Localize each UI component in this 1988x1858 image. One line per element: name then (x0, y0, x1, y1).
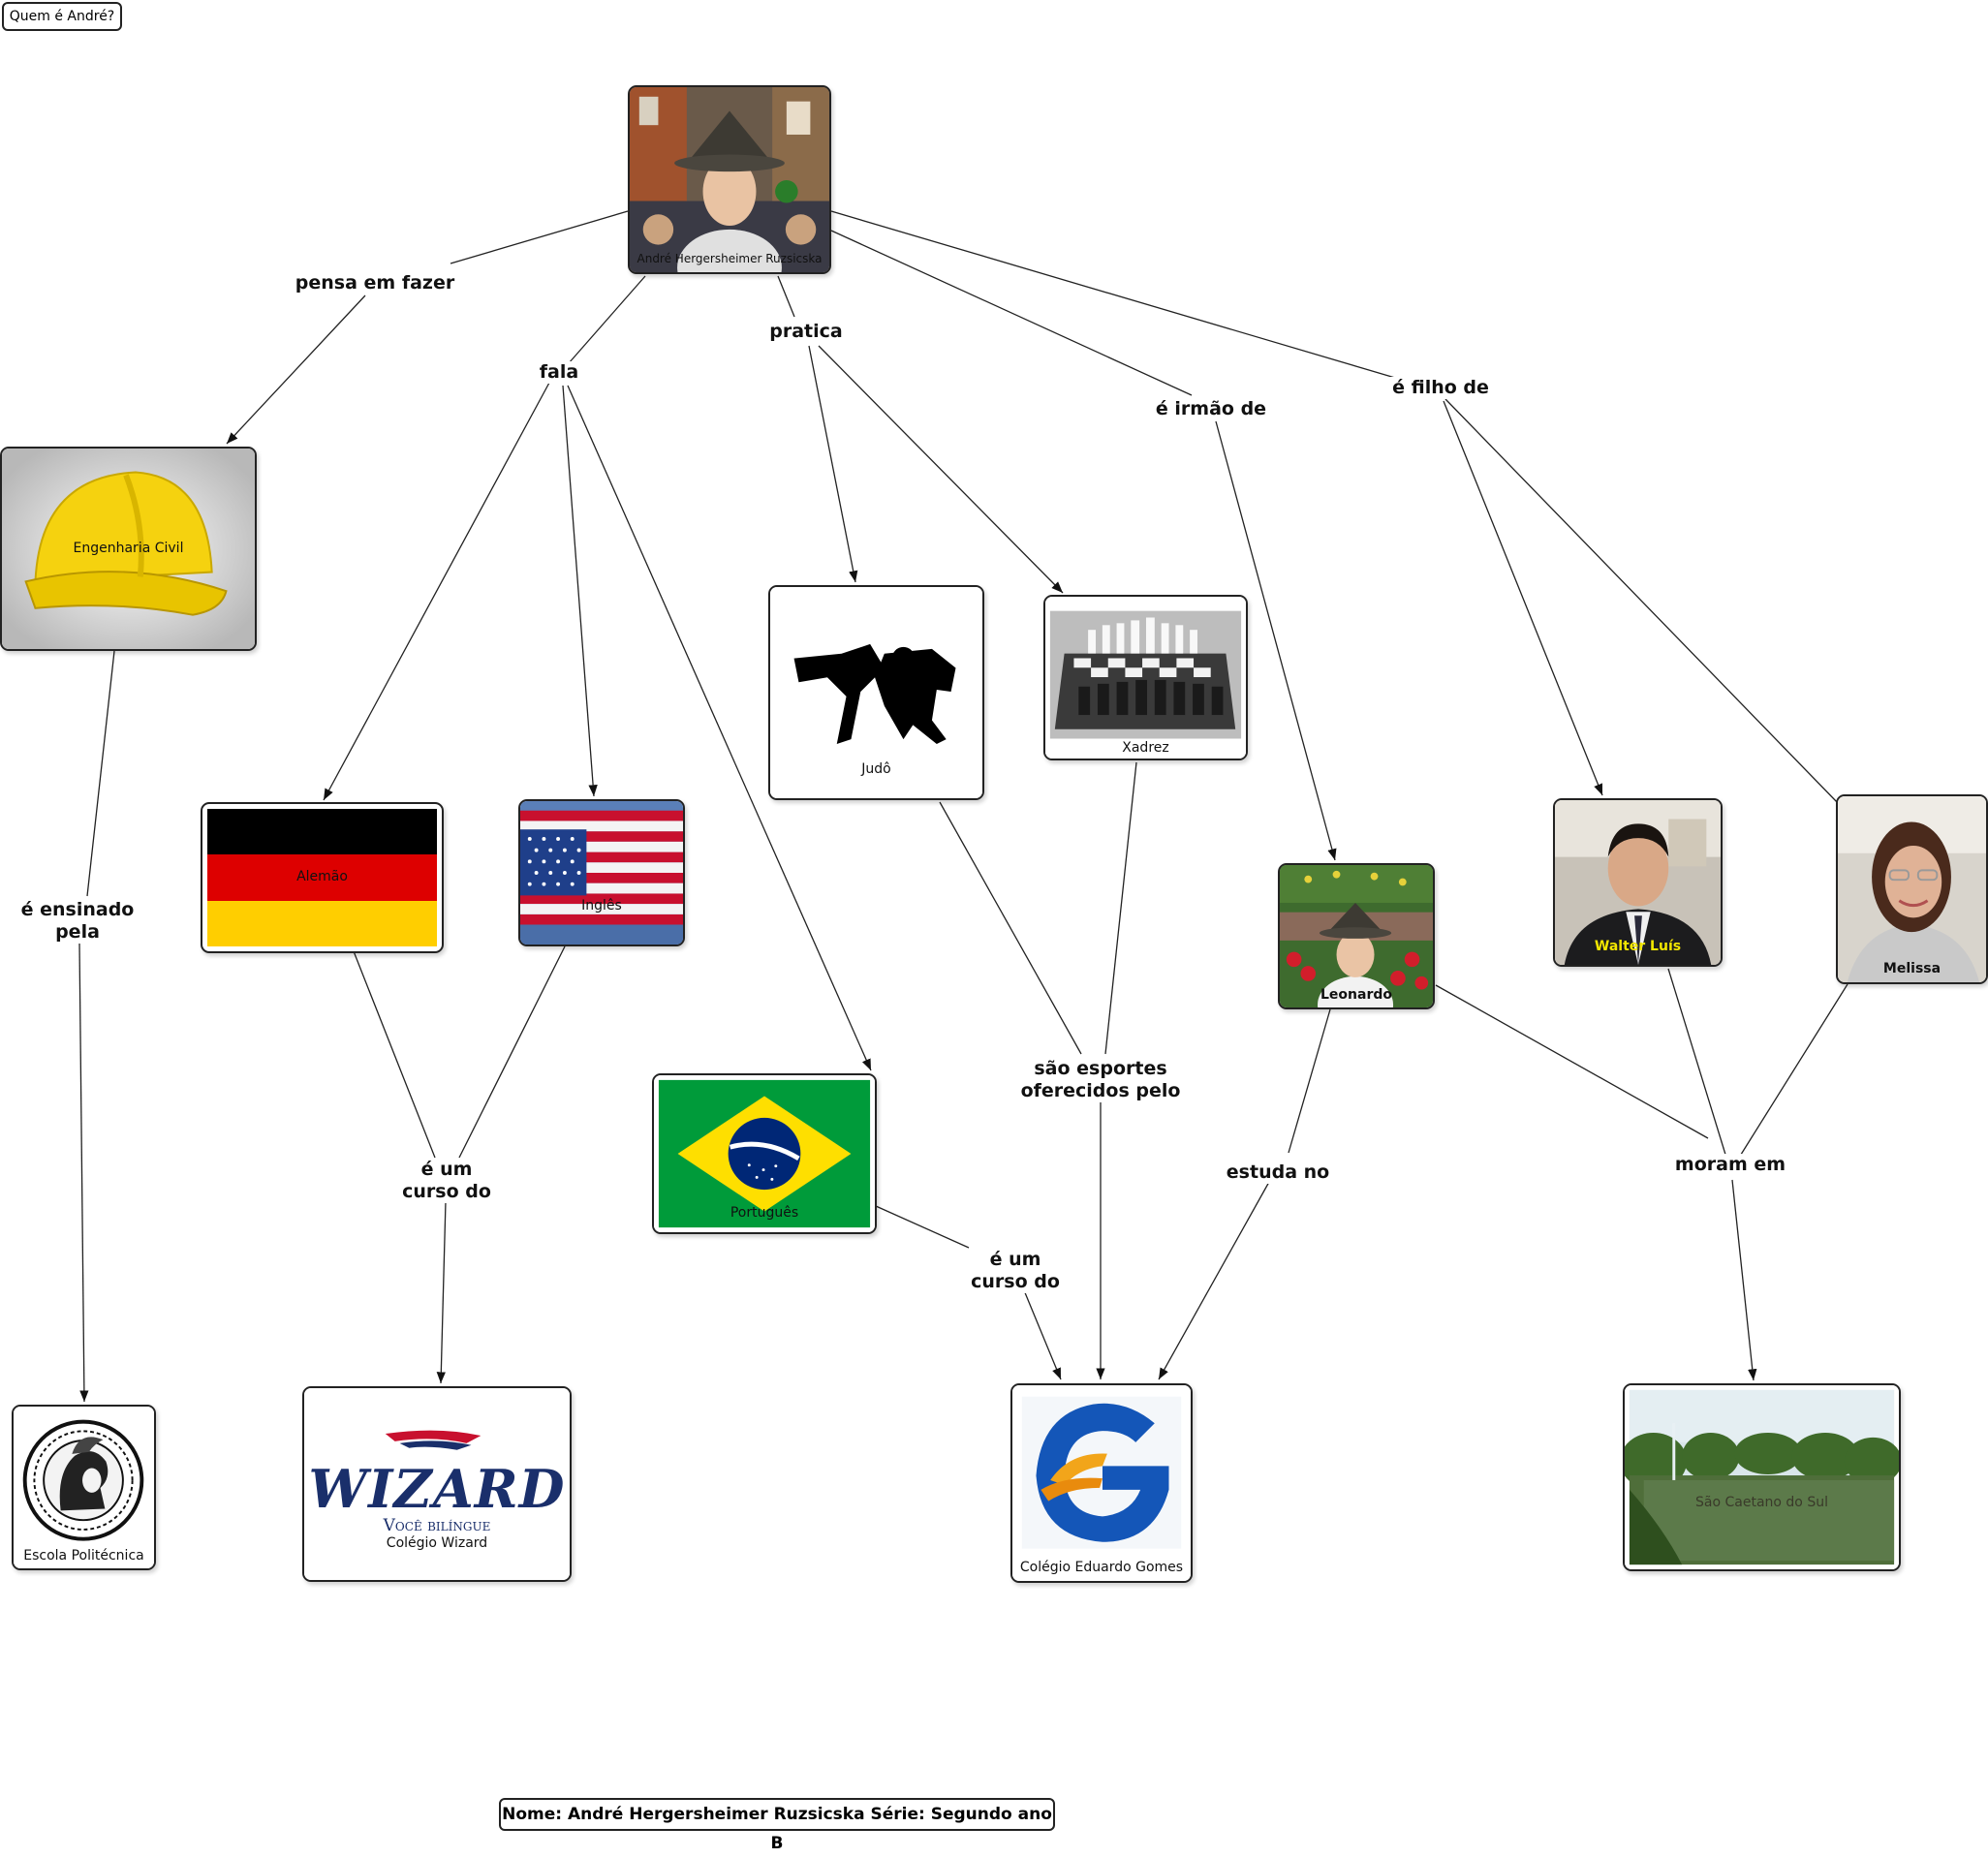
node-sao-caetano[interactable]: São Caetano do Sul (1623, 1383, 1901, 1571)
leonardo-photo (1280, 865, 1433, 1007)
node-walter[interactable]: Walter Luís (1553, 798, 1723, 967)
engenharia-label: Engenharia Civil (73, 541, 184, 556)
xadrez-label: Xadrez (1122, 740, 1169, 756)
node-escola-politecnica[interactable]: Escola Politécnica (12, 1405, 156, 1570)
map-title: Quem é André? (2, 2, 122, 31)
node-judo[interactable]: Judô (768, 585, 984, 800)
alemao-label: Alemão (296, 869, 348, 884)
wizard-tagline: Você bilíngue (383, 1516, 491, 1535)
link-irmao-de: é irmão de (1152, 398, 1270, 420)
node-colegio-wizard[interactable]: WIZARD Você bilíngue Colégio Wizard (302, 1386, 572, 1582)
link-pensa-em-fazer: pensa em fazer (292, 272, 458, 294)
node-ingles[interactable]: Inglês (518, 799, 685, 946)
link-fala: fala (536, 361, 582, 384)
link-curso-do-eduardo: é um curso do (968, 1249, 1063, 1293)
judo-icon (770, 587, 982, 798)
walter-photo (1555, 800, 1721, 965)
student-info: Nome: André Hergersheimer Ruzsicska Séri… (499, 1798, 1055, 1853)
link-estuda-no: estuda no (1223, 1161, 1333, 1184)
link-esportes-oferecidos: são esportes oferecidos pelo (1017, 1058, 1184, 1102)
node-melissa[interactable]: Melissa (1836, 794, 1988, 984)
link-filho-de: é filho de (1389, 377, 1492, 399)
portugues-label: Português (730, 1205, 799, 1221)
ingles-label: Inglês (581, 898, 622, 914)
melissa-label: Melissa (1882, 961, 1941, 976)
link-curso-do-wizard: é um curso do (399, 1159, 494, 1203)
node-colegio-eduardo-gomes[interactable]: Colégio Eduardo Gomes (1010, 1383, 1193, 1583)
link-pratica: pratica (766, 321, 846, 343)
wizard-wordmark: WIZARD (308, 1458, 566, 1520)
walter-label: Walter Luís (1594, 939, 1682, 954)
link-ensinado-pela: é ensinado pela (17, 899, 138, 944)
judo-label: Judô (861, 761, 891, 777)
node-andre[interactable]: André Hergersheimer Ruzsicska (628, 85, 831, 274)
brazil-flag-icon (654, 1075, 875, 1232)
node-engenharia-civil[interactable]: Engenharia Civil (0, 447, 257, 651)
wizard-label: Colégio Wizard (386, 1535, 488, 1551)
leonardo-label: Leonardo (1320, 987, 1392, 1003)
andre-label: André Hergersheimer Ruzsicska (637, 252, 823, 265)
poli-label: Escola Politécnica (23, 1548, 144, 1564)
poli-seal-icon (14, 1407, 154, 1568)
german-flag (207, 809, 437, 946)
eduardo-gomes-logo-icon (1012, 1385, 1191, 1581)
node-alemao[interactable]: Alemão (201, 802, 444, 953)
park-photo (1625, 1385, 1899, 1569)
saocaetano-label: São Caetano do Sul (1695, 1495, 1828, 1510)
melissa-photo (1838, 796, 1986, 982)
wizard-logo-icon (304, 1388, 570, 1580)
helmet-icon (2, 449, 255, 649)
chess-icon (1045, 597, 1246, 759)
node-leonardo[interactable]: Leonardo (1278, 863, 1435, 1009)
node-xadrez[interactable]: Xadrez (1043, 595, 1248, 760)
andre-photo (630, 87, 829, 272)
eduardo-label: Colégio Eduardo Gomes (1019, 1560, 1184, 1575)
node-portugues[interactable]: Português (652, 1073, 877, 1234)
link-moram-em: moram em (1671, 1154, 1789, 1176)
usa-flag-icon (520, 801, 683, 944)
